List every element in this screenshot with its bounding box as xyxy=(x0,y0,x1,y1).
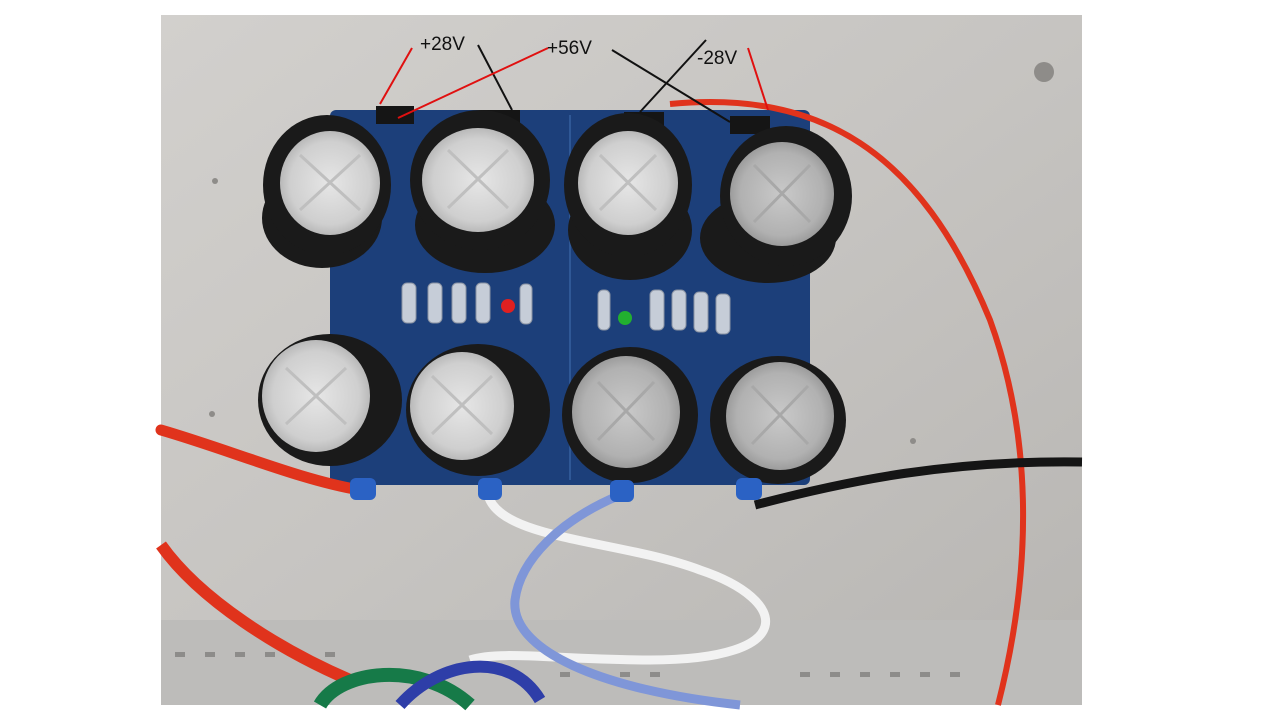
label-plus-28v: +28V xyxy=(420,34,465,55)
capacitor xyxy=(258,334,402,466)
annotation-line-red xyxy=(379,47,413,105)
panel-screw xyxy=(910,438,916,444)
crimp-connector xyxy=(610,480,634,502)
capacitor xyxy=(262,115,391,268)
red-wire xyxy=(155,424,366,496)
terminal-block xyxy=(730,116,770,134)
panel-screw xyxy=(212,178,218,184)
resistor-row-right xyxy=(597,289,731,335)
navy-wire xyxy=(395,660,546,710)
label-plus-56v: +56V xyxy=(547,38,592,59)
annotation-line-red xyxy=(397,47,549,119)
black-wire xyxy=(753,457,1083,510)
capacitor xyxy=(564,113,692,280)
capacitor xyxy=(410,110,555,273)
capacitor xyxy=(562,347,698,483)
crimp-connector xyxy=(478,478,502,500)
label-minus-28v: -28V xyxy=(697,48,738,69)
capacitor xyxy=(406,344,550,476)
red-led xyxy=(501,299,515,313)
crimp-connector xyxy=(350,478,376,500)
blue-wire xyxy=(510,490,741,710)
green-wire xyxy=(313,668,475,711)
capacitor xyxy=(700,126,852,283)
annotation-line-black xyxy=(611,49,731,123)
resistor-row-left xyxy=(401,282,533,325)
annotation-line-black xyxy=(477,44,513,111)
annotation-line-black xyxy=(639,39,707,113)
red-wire xyxy=(156,541,353,686)
red-wire xyxy=(669,99,1027,706)
capacitor xyxy=(710,356,846,484)
annotation-line-red xyxy=(747,47,769,111)
panel-screw xyxy=(209,411,215,417)
green-led xyxy=(618,311,632,325)
terminal-block xyxy=(376,106,414,124)
crimp-connector xyxy=(736,478,762,500)
panel-hole xyxy=(1034,62,1054,82)
